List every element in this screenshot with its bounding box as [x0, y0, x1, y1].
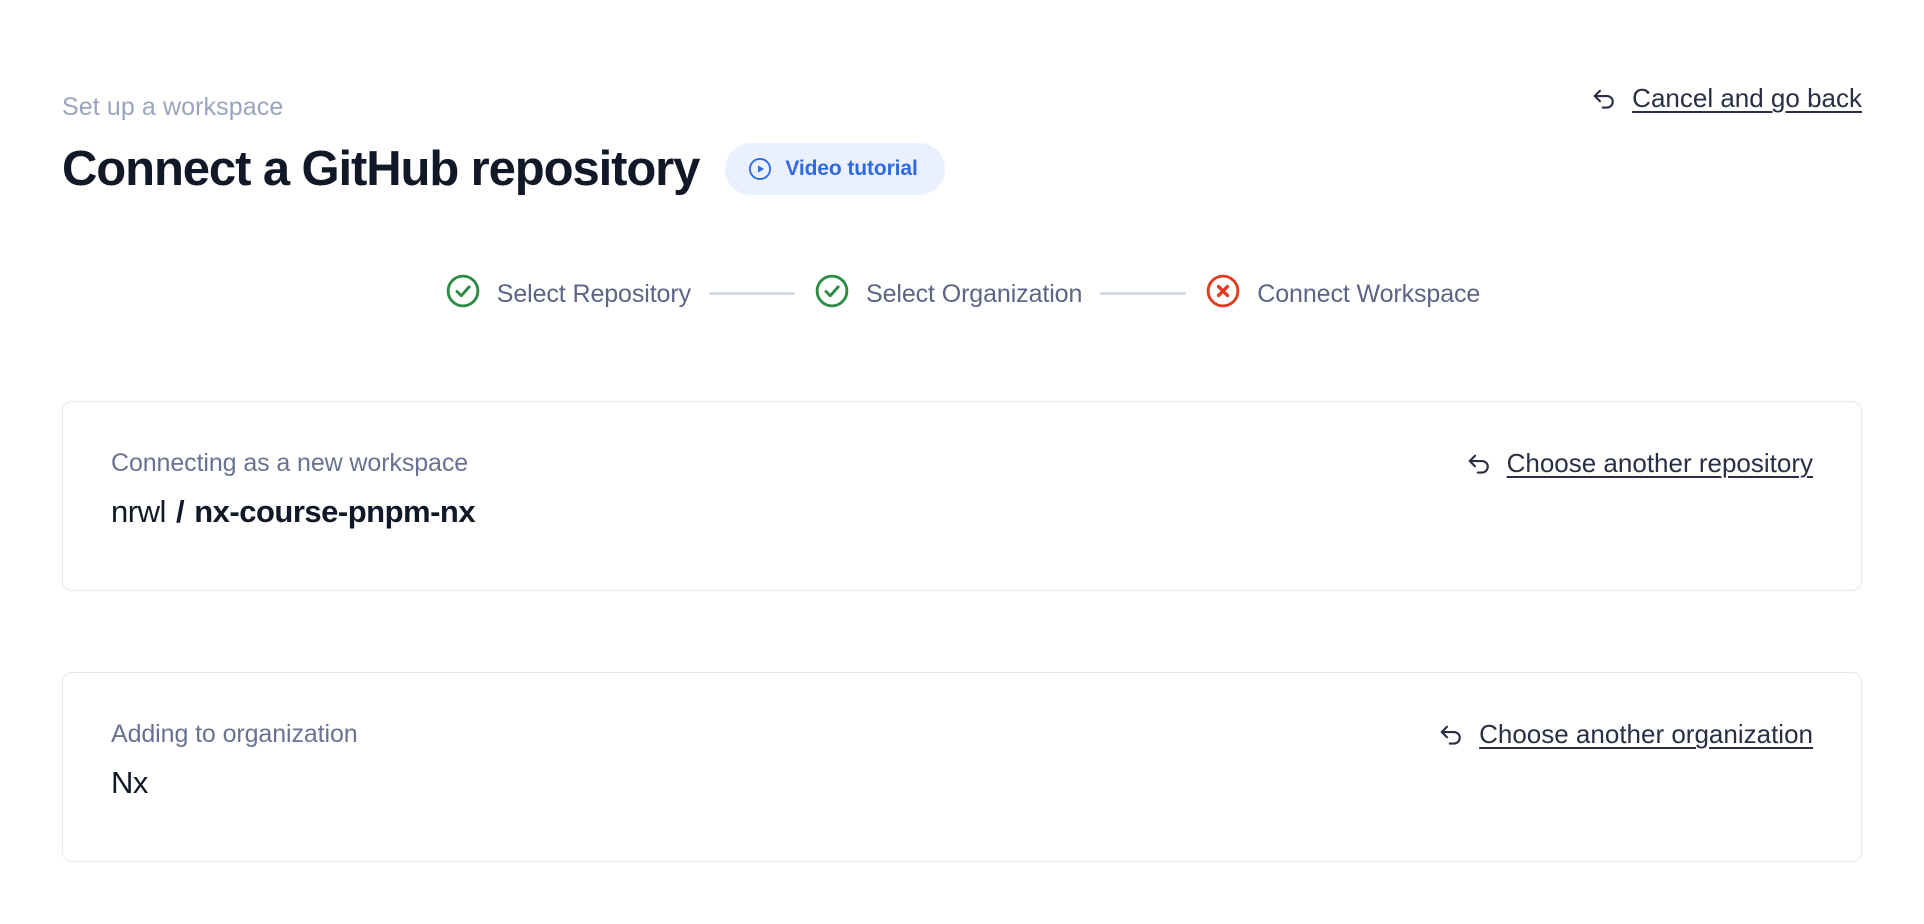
video-tutorial-button[interactable]: Video tutorial	[725, 143, 945, 195]
page-header: Set up a workspace Connect a GitHub repo…	[62, 0, 1862, 198]
step-label-select-organization: Select Organization	[866, 279, 1083, 308]
cancel-and-go-back-link[interactable]: Cancel and go back	[1589, 83, 1862, 113]
step-label-connect-workspace: Connect Workspace	[1257, 279, 1481, 308]
progress-stepper: Select Repository Select Organization Co…	[62, 272, 1862, 315]
repository-card: Connecting as a new workspace nrwl / nx-…	[62, 401, 1862, 591]
organization-card-eyebrow: Adding to organization	[111, 720, 358, 748]
repository-card-value: nrwl / nx-course-pnpm-nx	[111, 493, 1813, 531]
organization-card: Adding to organization Nx Choose another…	[62, 672, 1862, 862]
back-arrow-icon	[1589, 83, 1619, 113]
video-tutorial-label: Video tutorial	[785, 157, 918, 180]
check-circle-icon	[813, 272, 851, 315]
x-circle-icon	[1204, 272, 1242, 315]
choose-another-organization-label: Choose another organization	[1479, 719, 1813, 749]
repository-owner: nrwl	[111, 494, 166, 529]
play-circle-icon	[747, 156, 773, 182]
step-select-organization[interactable]: Select Organization	[813, 272, 1082, 315]
back-arrow-icon	[1464, 448, 1494, 478]
repository-name: nx-course-pnpm-nx	[194, 494, 476, 529]
cancel-and-go-back-label: Cancel and go back	[1632, 83, 1862, 113]
page-eyebrow: Set up a workspace	[62, 93, 284, 121]
stepper-connector-1	[709, 292, 795, 295]
stepper-connector-2	[1100, 292, 1187, 295]
choose-another-repository-label: Choose another repository	[1506, 448, 1813, 478]
step-label-select-repository: Select Repository	[496, 279, 691, 308]
check-circle-icon	[444, 272, 482, 315]
repository-card-eyebrow: Connecting as a new workspace	[111, 449, 469, 477]
choose-another-repository-link[interactable]: Choose another repository	[1464, 448, 1813, 478]
repository-separator: /	[175, 494, 185, 529]
page-title: Connect a GitHub repository	[62, 142, 700, 196]
choose-another-organization-link[interactable]: Choose another organization	[1436, 719, 1813, 749]
step-connect-workspace[interactable]: Connect Workspace	[1204, 272, 1480, 315]
organization-name: Nx	[111, 765, 148, 800]
step-select-repository[interactable]: Select Repository	[444, 272, 691, 315]
back-arrow-icon	[1436, 719, 1466, 749]
title-row: Connect a GitHub repository Video tutori…	[62, 140, 1862, 198]
